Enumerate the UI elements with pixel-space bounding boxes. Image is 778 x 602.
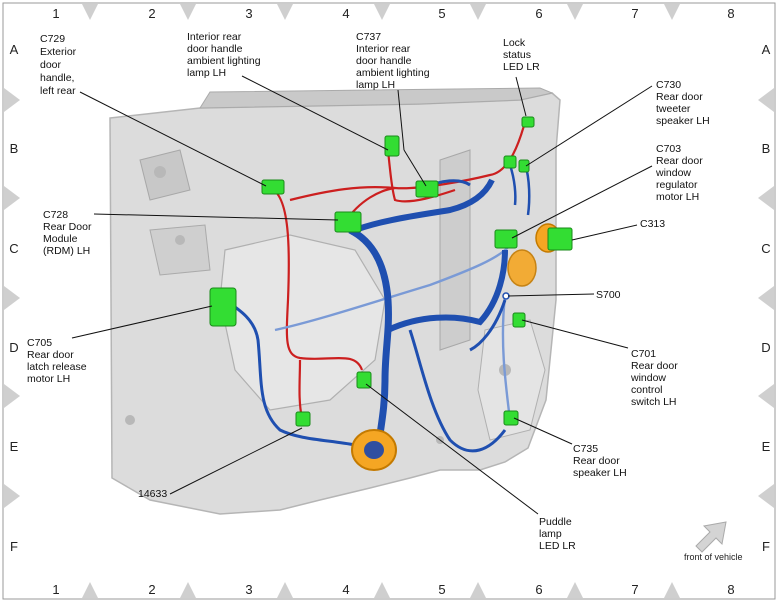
connector-c701 (512, 312, 526, 328)
grid-col-top: 4 (342, 6, 349, 21)
grid-row-left: B (10, 141, 19, 156)
grid-row-left: D (9, 340, 18, 355)
callout-harness-14633: 14633 (138, 488, 167, 500)
callout-puddle-lamp: Puddle lamp LED LR (539, 516, 576, 552)
front-of-vehicle-indicator: front of vehicle (684, 521, 743, 562)
grid-row-left: C (9, 241, 18, 256)
grid-row-right: C (761, 241, 770, 256)
callout-c701: C701 Rear door window control switch LH (630, 348, 681, 408)
grid-col-top: 8 (727, 6, 734, 21)
grid-row-right: F (762, 539, 770, 554)
light-blue-wire (274, 244, 512, 421)
callout-c729: C729 Exterior door handle, left rear (40, 33, 79, 97)
callout-c705: C705 Rear door latch release motor LH (27, 337, 89, 385)
grid-column-labels: 1 2 3 4 5 6 7 8 1 2 3 4 5 6 7 8 (52, 6, 734, 597)
blue-wires (224, 162, 531, 453)
grid-col-bottom: 8 (727, 582, 734, 597)
connector-c735 (503, 410, 519, 426)
callouts: C729 Exterior door handle, left rear Int… (27, 31, 710, 552)
callout-c728: C728 Rear Door Module (RDM) LH (43, 209, 94, 257)
callout-c737: C737 Interior rear door handle ambient l… (356, 31, 432, 91)
callout-interior-lamp: Interior rear door handle ambient lighti… (187, 31, 263, 79)
connectors (209, 116, 573, 427)
grid-row-left: E (10, 439, 19, 454)
grid-col-top: 2 (148, 6, 155, 21)
connector-c730 (503, 155, 517, 169)
grid-col-top: 1 (52, 6, 59, 21)
grid-markers (4, 4, 774, 598)
connector-c730b (518, 159, 530, 173)
grid-col-bottom: 1 (52, 582, 59, 597)
connector-c705 (209, 287, 237, 327)
callout-c703: C703 Rear door window regulator motor LH (655, 143, 706, 203)
grid-col-top: 3 (245, 6, 252, 21)
callout-c735: C735 Rear door speaker LH (573, 443, 627, 479)
callout-c730: C730 Rear door tweeter speaker LH (656, 79, 710, 127)
connector-c703 (494, 229, 518, 249)
grid-row-right: E (762, 439, 771, 454)
grid-col-bottom: 5 (438, 582, 445, 597)
grid-row-labels: A B C D E F A B C D E F (9, 42, 770, 554)
connector-interior-lamp (384, 135, 400, 157)
grid-row-right: B (762, 141, 771, 156)
grid-col-top: 5 (438, 6, 445, 21)
connector-c729 (261, 179, 285, 195)
grid-col-bottom: 2 (148, 582, 155, 597)
connector-lock-led (521, 116, 535, 128)
connector-c728 (334, 211, 362, 233)
grid-col-bottom: 3 (245, 582, 252, 597)
grid-col-bottom: 4 (342, 582, 349, 597)
leader-lines (71, 75, 653, 515)
callout-c313: C313 (640, 218, 665, 230)
grid-row-right: D (761, 340, 770, 355)
grid-row-right: A (762, 42, 771, 57)
connector-c313 (547, 227, 573, 251)
grid-col-bottom: 6 (535, 582, 542, 597)
callout-lock-led: Lock status LED LR (503, 37, 540, 73)
grid-col-top: 7 (631, 6, 638, 21)
connector-puddle-lamp (356, 371, 372, 389)
orange-components (351, 223, 561, 471)
callout-s700: S700 (596, 289, 621, 301)
connector-c737 (415, 180, 439, 198)
front-arrow-icon (695, 521, 727, 553)
connector-lower (295, 411, 311, 427)
grid-row-left: F (10, 539, 18, 554)
front-of-vehicle-label: front of vehicle (684, 552, 743, 562)
grid-row-left: A (10, 42, 19, 57)
grid-col-top: 6 (535, 6, 542, 21)
grid-col-bottom: 7 (631, 582, 638, 597)
